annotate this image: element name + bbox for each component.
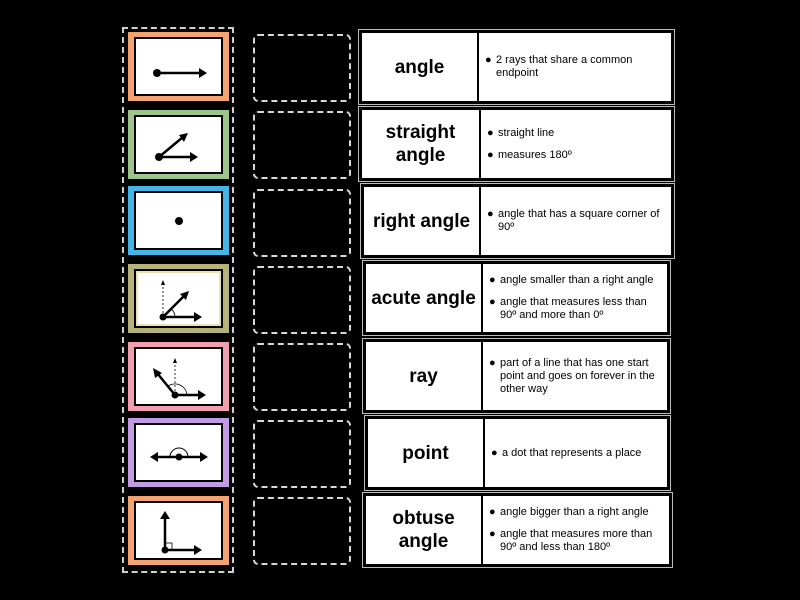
point-icon	[174, 216, 183, 225]
definition-item: ●2 rays that share a common endpoint	[485, 54, 633, 79]
definition-item: ●angle that has a square corner of 90º	[487, 208, 660, 233]
drop-zone[interactable]	[253, 189, 351, 257]
match-card-point: point ●a dot that represents a place	[364, 415, 671, 491]
drop-zone[interactable]	[253, 343, 351, 411]
card-term: acute angle	[366, 264, 483, 332]
angle-icon	[154, 132, 198, 162]
straight-angle-icon	[149, 447, 208, 462]
card-definitions: ●straight line ●measures 180º	[481, 110, 671, 178]
acute-angle-icon	[159, 279, 202, 322]
bullet-icon: ●	[487, 208, 494, 220]
definition-item: ●a dot that represents a place	[491, 446, 642, 459]
bullet-icon: ●	[489, 528, 496, 540]
bullet-icon: ●	[489, 356, 496, 369]
obtuse-angle-icon	[152, 357, 206, 400]
bullet-icon: ●	[489, 506, 496, 518]
card-term: ray	[366, 342, 483, 410]
card-term: right angle	[364, 187, 481, 255]
bullet-icon: ●	[489, 274, 496, 286]
drop-zone[interactable]	[253, 111, 351, 179]
tile-straight-angle[interactable]	[128, 418, 229, 487]
bullet-icon: ●	[487, 148, 494, 161]
tile-angle[interactable]	[128, 110, 229, 179]
card-term: straight angle	[362, 110, 481, 178]
definition-item: ●angle that measures less than 90º and m…	[489, 296, 647, 321]
definition-item: ●measures 180º	[487, 148, 572, 161]
bullet-icon: ●	[485, 54, 492, 66]
card-definitions: ●part of a line that has one start point…	[483, 342, 667, 410]
bullet-icon: ●	[487, 126, 494, 139]
card-definitions: ●2 rays that share a common endpoint	[479, 33, 671, 101]
card-term: point	[368, 419, 485, 487]
tile-acute-angle[interactable]	[128, 264, 229, 333]
match-card-angle: angle ●2 rays that share a common endpoi…	[358, 29, 675, 105]
source-tile-panel	[122, 27, 234, 573]
card-definitions: ●angle bigger than a right angle ●angle …	[483, 496, 669, 564]
card-term: obtuse angle	[366, 496, 483, 564]
bullet-icon: ●	[489, 296, 496, 308]
match-card-ray: ray ●part of a line that has one start p…	[362, 338, 671, 414]
card-definitions: ●angle that has a square corner of 90º	[481, 187, 671, 255]
tile-point[interactable]	[128, 186, 229, 255]
ray-icon	[152, 67, 207, 78]
drop-zone[interactable]	[253, 497, 351, 565]
match-card-right-angle: right angle ●angle that has a square cor…	[360, 183, 675, 259]
drop-zone[interactable]	[253, 34, 351, 102]
right-angle-icon	[159, 510, 202, 555]
card-definitions: ●angle smaller than a right angle ●angle…	[483, 264, 667, 332]
definition-item: ●angle smaller than a right angle	[489, 274, 654, 286]
match-card-obtuse-angle: obtuse angle ●angle bigger than a right …	[362, 492, 673, 568]
card-term: angle	[362, 33, 479, 101]
definition-item: ●angle bigger than a right angle	[489, 506, 649, 518]
drop-zone[interactable]	[253, 420, 351, 488]
tile-right-angle[interactable]	[128, 496, 229, 565]
bullet-icon: ●	[491, 446, 498, 459]
tile-obtuse-angle[interactable]	[128, 342, 229, 411]
definition-item: ●part of a line that has one start point…	[489, 356, 655, 395]
match-card-straight-angle: straight angle ●straight line ●measures …	[358, 106, 675, 182]
card-definitions: ●a dot that represents a place	[485, 419, 667, 487]
drop-zone[interactable]	[253, 266, 351, 334]
definition-item: ●angle that measures more than 90º and l…	[489, 528, 653, 553]
definition-item: ●straight line	[487, 126, 555, 139]
match-card-acute-angle: acute angle ●angle smaller than a right …	[362, 260, 671, 336]
tile-ray[interactable]	[128, 32, 229, 101]
